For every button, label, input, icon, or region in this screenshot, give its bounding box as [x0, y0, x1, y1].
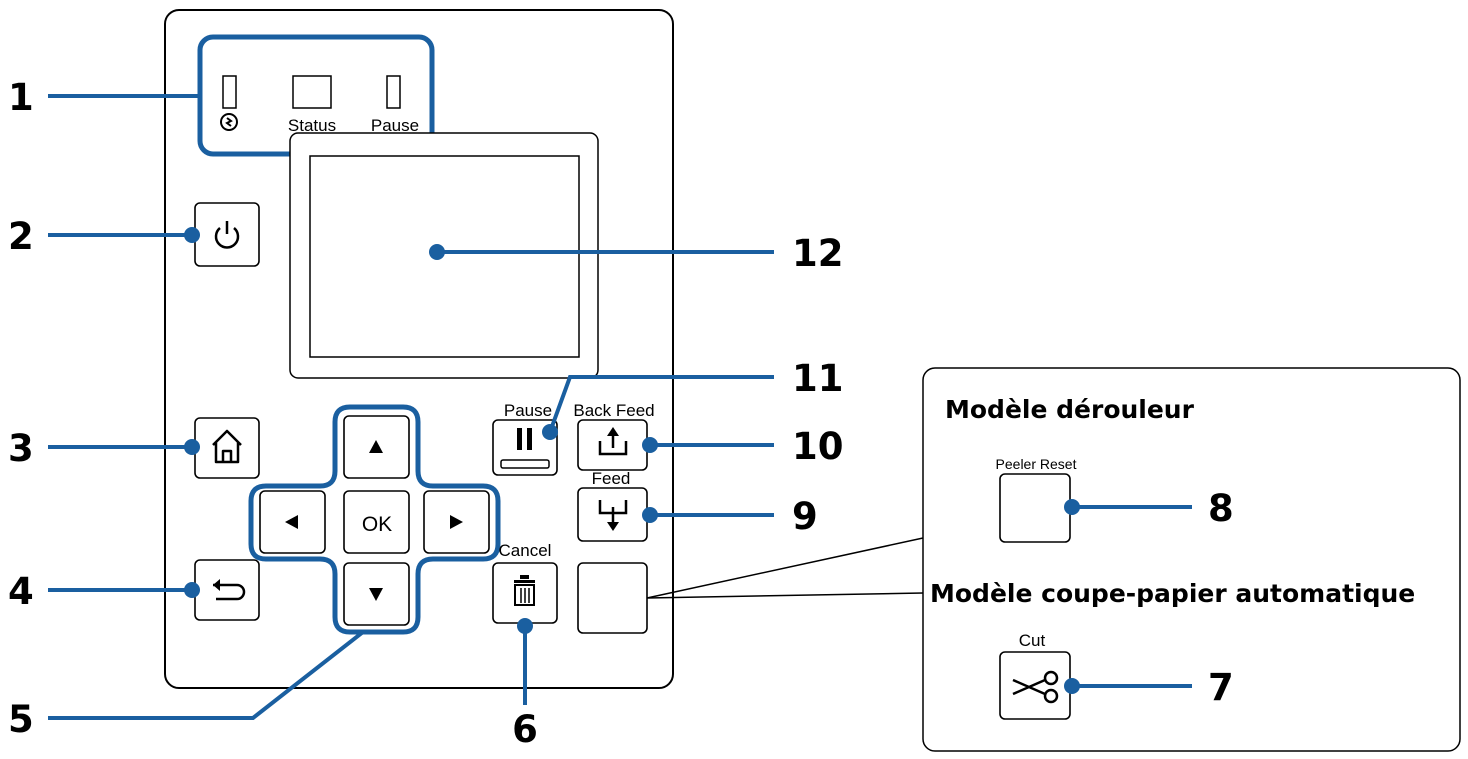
lcd-screen: [309, 155, 580, 358]
pointer-line-peeler: [646, 537, 924, 599]
cut-button-label: Cut: [1019, 631, 1046, 650]
callout-6: 6: [512, 708, 538, 751]
leader-dot-2: [184, 227, 200, 243]
leader-dot-3: [184, 439, 200, 455]
back-feed-icon: [598, 427, 628, 456]
peeler-reset-button[interactable]: [999, 473, 1071, 543]
dpad-group-outline: [248, 404, 501, 635]
peeler-model-title: Modèle dérouleur: [945, 395, 1195, 424]
back-button[interactable]: [194, 559, 260, 621]
callout-11: 11: [792, 357, 844, 400]
power-icon: [214, 221, 240, 249]
cancel-button-label: Cancel: [499, 541, 552, 560]
callout-8: 8: [1208, 487, 1234, 530]
leader-dot-9: [642, 507, 658, 523]
pause-led: [386, 75, 401, 109]
leader-dot-6: [517, 618, 533, 634]
callout-3: 3: [8, 427, 34, 470]
ok-button[interactable]: [343, 490, 410, 554]
left-arrow-icon: [285, 515, 298, 529]
pause-icon: [500, 428, 550, 469]
leader-dot-10: [642, 437, 658, 453]
right-arrow-icon: [450, 515, 463, 529]
back-arrow-icon: [213, 579, 246, 601]
callout-1: 1: [8, 76, 34, 119]
power-button[interactable]: [194, 202, 260, 267]
status-led: [292, 75, 332, 109]
model-specific-button[interactable]: [577, 562, 648, 634]
leader-line-5: [48, 630, 365, 720]
leader-dot-8: [1064, 499, 1080, 515]
ok-label: OK: [362, 513, 392, 536]
scissors-icon: [1012, 670, 1059, 704]
leader-dot-11: [542, 424, 558, 440]
feed-icon: [598, 500, 628, 531]
callout-5: 5: [8, 698, 34, 741]
pause-button-label: Pause: [504, 401, 552, 420]
callout-2: 2: [8, 215, 34, 258]
callout-12: 12: [792, 232, 844, 275]
callout-4: 4: [8, 570, 34, 613]
callout-10: 10: [792, 425, 844, 468]
pause-led-label: Pause: [371, 116, 419, 135]
callout-7: 7: [1208, 666, 1234, 709]
leader-line-11: [548, 375, 774, 433]
leader-dot-4: [184, 582, 200, 598]
cutter-model-title: Modèle coupe-papier automatique: [930, 579, 1415, 608]
status-led-label: Status: [288, 116, 336, 135]
peeler-reset-label: Peeler Reset: [996, 456, 1077, 472]
feed-button-label: Feed: [592, 469, 631, 488]
pause-button[interactable]: [492, 419, 558, 476]
power-led-icon: [220, 113, 238, 131]
leader-dot-7: [1064, 678, 1080, 694]
pointer-line-cutter: [646, 592, 924, 599]
power-led: [222, 75, 237, 109]
home-icon: [212, 429, 242, 464]
callout-9: 9: [792, 495, 818, 538]
up-arrow-icon: [369, 440, 383, 453]
trash-icon: [514, 575, 535, 606]
down-arrow-icon: [369, 588, 383, 601]
leader-dot-12: [429, 244, 445, 260]
back-feed-button-label: Back Feed: [573, 401, 654, 420]
home-button[interactable]: [194, 417, 260, 479]
